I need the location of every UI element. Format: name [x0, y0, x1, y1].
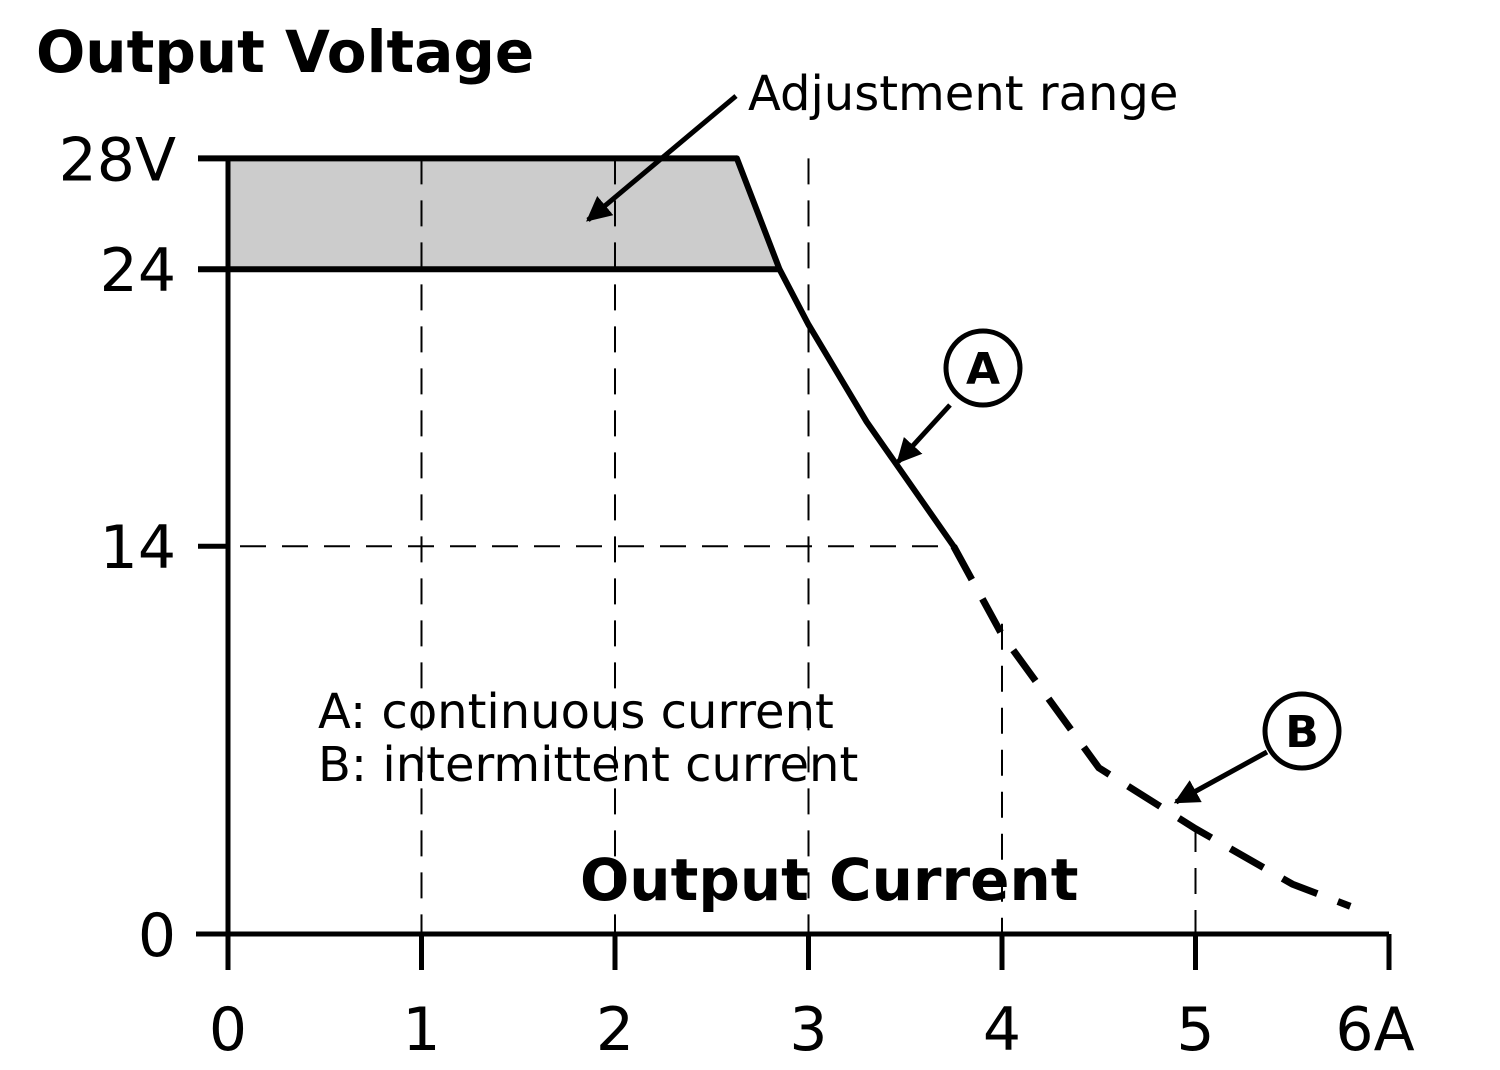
series-a-continuous-curve [733, 155, 957, 550]
note-continuous-current: A: continuous current [318, 684, 834, 740]
badge-b-label: B [1285, 707, 1319, 758]
badge-a: A [896, 328, 1023, 464]
badge-a-label: A [966, 344, 1000, 395]
x-tick-label-1: 1 [402, 995, 440, 1065]
y-axis-ticks [198, 155, 228, 937]
x-axis-title: Output Current [580, 846, 1078, 914]
y-tick-label-1: 14 [100, 513, 176, 583]
y-tick-label-0: 0 [138, 901, 176, 971]
x-tick-label-5: 5 [1176, 995, 1214, 1065]
x-axis-ticks [225, 934, 1392, 970]
adjustment-range-arrow [586, 94, 738, 222]
note-intermittent-current: B: intermittent current [318, 737, 858, 793]
y-tick-labels: 0 14 24 28V [59, 125, 176, 971]
grid-lines [198, 158, 1197, 934]
adjustment-range-band [228, 158, 780, 270]
x-tick-labels: 0 1 2 3 4 5 6A [209, 995, 1415, 1065]
y-tick-label-2: 24 [100, 236, 176, 306]
adjustment-range-label: Adjustment range [748, 66, 1178, 122]
x-tick-label-4: 4 [983, 995, 1021, 1065]
x-tick-label-0: 0 [209, 995, 247, 1065]
x-tick-label-2: 2 [596, 995, 634, 1065]
x-tick-label-3: 3 [789, 995, 827, 1065]
badge-b-arrow [1173, 749, 1269, 805]
badge-a-arrow [896, 403, 952, 464]
y-axis-title: Output Voltage [36, 18, 534, 86]
x-tick-label-6: 6A [1335, 995, 1414, 1065]
y-tick-label-3: 28V [59, 125, 176, 195]
series-b-intermittent-curve [950, 544, 1352, 910]
badge-b: B [1173, 691, 1342, 805]
